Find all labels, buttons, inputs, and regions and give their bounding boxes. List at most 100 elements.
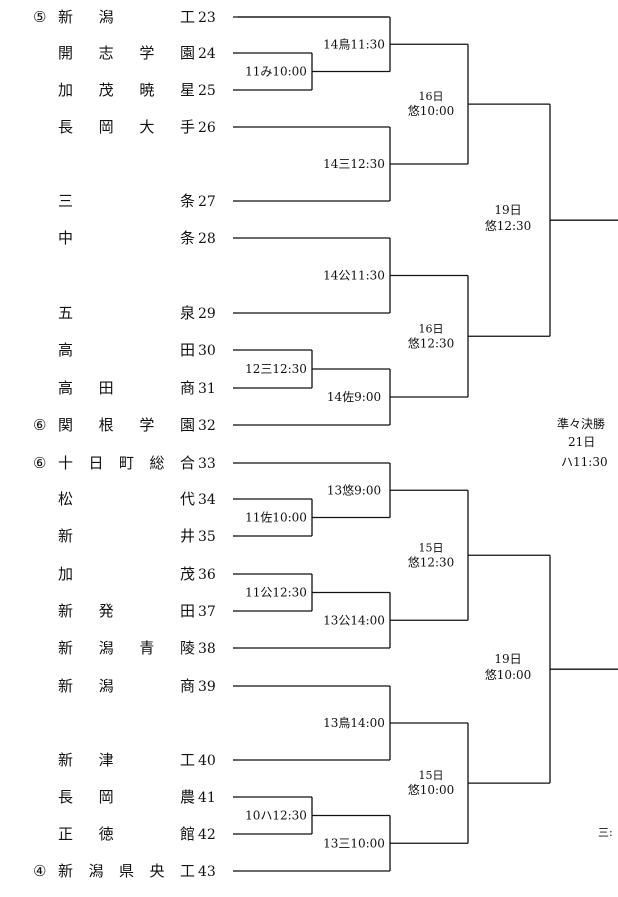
team-name-char: 田 xyxy=(180,341,195,359)
team-number: 27 xyxy=(198,194,216,210)
round3-day-label: 16日 xyxy=(419,322,444,335)
team-number: 34 xyxy=(198,492,216,508)
team-name-char: 田 xyxy=(180,602,195,620)
team-name-char: 松 xyxy=(58,490,73,508)
round3-time-label: 悠12:30 xyxy=(408,335,455,350)
team-number: 43 xyxy=(198,864,216,880)
team-name-char: 条 xyxy=(180,192,195,210)
team-name-char: 開 xyxy=(58,44,73,62)
round3-time-label: 悠10:00 xyxy=(408,103,455,118)
round3-day-label: 16日 xyxy=(419,90,444,103)
team-number: 41 xyxy=(198,790,216,806)
team-seed-mark: ④ xyxy=(33,862,46,880)
team-name-char: 加 xyxy=(58,81,73,99)
team-number: 39 xyxy=(198,679,216,695)
team-name-char: 農 xyxy=(180,788,195,806)
team-name-char: 田 xyxy=(99,379,114,397)
round4-day-label: 19日 xyxy=(494,652,521,666)
round2-match-label: 14佐9:00 xyxy=(327,390,381,404)
team-number: 35 xyxy=(198,529,216,545)
team-name-char: 県 xyxy=(119,862,134,880)
team-number: 24 xyxy=(198,46,216,62)
round3-day-label: 15日 xyxy=(419,541,444,554)
team-number: 25 xyxy=(198,83,216,99)
round4-time-label: 悠10:00 xyxy=(485,667,532,682)
round1-match-label: 12三12:30 xyxy=(245,362,307,376)
quarterfinal-time: ハ11:30 xyxy=(561,455,608,469)
team-seed-mark: ⑥ xyxy=(33,416,46,434)
team-name-char: 岡 xyxy=(99,118,114,136)
team-number: 40 xyxy=(198,753,216,769)
team-name-char: 岡 xyxy=(99,788,114,806)
team-name-char: 徳 xyxy=(99,825,114,843)
team-name-char: 館 xyxy=(180,825,195,843)
team-number: 23 xyxy=(198,10,216,26)
team-name-char: 中 xyxy=(58,229,73,247)
round2-match-label: 13鳥14:00 xyxy=(323,715,385,730)
team-name-char: 工 xyxy=(180,751,195,769)
team-name-char: 央 xyxy=(150,862,165,880)
team-name-char: 高 xyxy=(58,379,73,397)
round2-match-label: 14公11:30 xyxy=(323,269,385,283)
team-name-char: 手 xyxy=(180,118,195,136)
round3-time-label: 悠12:30 xyxy=(408,554,455,569)
team-name-char: 発 xyxy=(99,602,114,620)
cutoff-text: 三: xyxy=(598,826,613,839)
team-name-char: 根 xyxy=(99,416,114,434)
team-name-char: 青 xyxy=(139,639,154,657)
team-name-char: 学 xyxy=(139,44,154,62)
team-name-char: 工 xyxy=(180,862,195,880)
team-number: 31 xyxy=(198,381,216,397)
team-name-char: 星 xyxy=(180,81,195,99)
team-name-char: 加 xyxy=(58,565,73,583)
team-name-char: 津 xyxy=(99,751,114,769)
team-name-char: 新 xyxy=(58,602,73,620)
team-number: 30 xyxy=(198,343,216,359)
quarterfinal-day: 21日 xyxy=(568,435,595,449)
round2-match-label: 13公14:00 xyxy=(323,613,385,627)
team-name-char: 代 xyxy=(180,490,195,508)
team-name-char: 茂 xyxy=(180,565,195,583)
team-name-char: 潟 xyxy=(99,8,114,26)
team-name-char: 潟 xyxy=(99,639,114,657)
round2-match-label: 14三12:30 xyxy=(323,157,385,171)
team-number: 28 xyxy=(198,231,216,247)
match-labels: 11み10:0012三12:3011佐10:0011公12:3010ハ12:30… xyxy=(245,36,613,850)
team-name-char: 三 xyxy=(58,192,73,210)
team-name-char: 新 xyxy=(58,639,73,657)
team-name-char: 町 xyxy=(119,454,134,472)
round2-match-label: 13悠9:00 xyxy=(327,482,381,497)
team-name-char: 茂 xyxy=(99,81,114,99)
team-name-char: 潟 xyxy=(99,677,114,695)
team-name-char: 長 xyxy=(58,788,73,806)
round4-time-label: 悠12:30 xyxy=(485,218,532,233)
team-number: 29 xyxy=(198,306,216,322)
round1-match-label: 10ハ12:30 xyxy=(245,809,307,823)
team-name-char: 園 xyxy=(180,416,195,434)
team-number: 26 xyxy=(198,120,216,136)
round3-time-label: 悠10:00 xyxy=(408,782,455,797)
team-name-char: 正 xyxy=(58,825,73,843)
team-name-char: 新 xyxy=(58,527,73,545)
team-seed-mark: ⑤ xyxy=(33,8,46,26)
team-name-char: 志 xyxy=(99,44,114,62)
quarterfinal-title: 準々決勝 xyxy=(557,416,605,431)
team-name-char: 新 xyxy=(58,862,73,880)
team-number: 33 xyxy=(198,456,216,472)
team-name-char: 十 xyxy=(58,454,73,472)
team-name-char: 新 xyxy=(58,677,73,695)
team-name-char: 井 xyxy=(180,527,195,545)
team-name-char: 新 xyxy=(58,8,73,26)
team-number: 37 xyxy=(198,604,216,620)
round1-match-label: 11み10:00 xyxy=(245,65,307,79)
round1-match-label: 11佐10:00 xyxy=(245,511,307,525)
team-number: 32 xyxy=(198,418,216,434)
team-number: 42 xyxy=(198,827,216,843)
team-name-char: 泉 xyxy=(180,304,195,322)
team-number: 36 xyxy=(198,567,216,583)
bracket-lines xyxy=(233,16,618,872)
team-name-char: 総 xyxy=(150,454,165,472)
round4-day-label: 19日 xyxy=(494,203,521,217)
